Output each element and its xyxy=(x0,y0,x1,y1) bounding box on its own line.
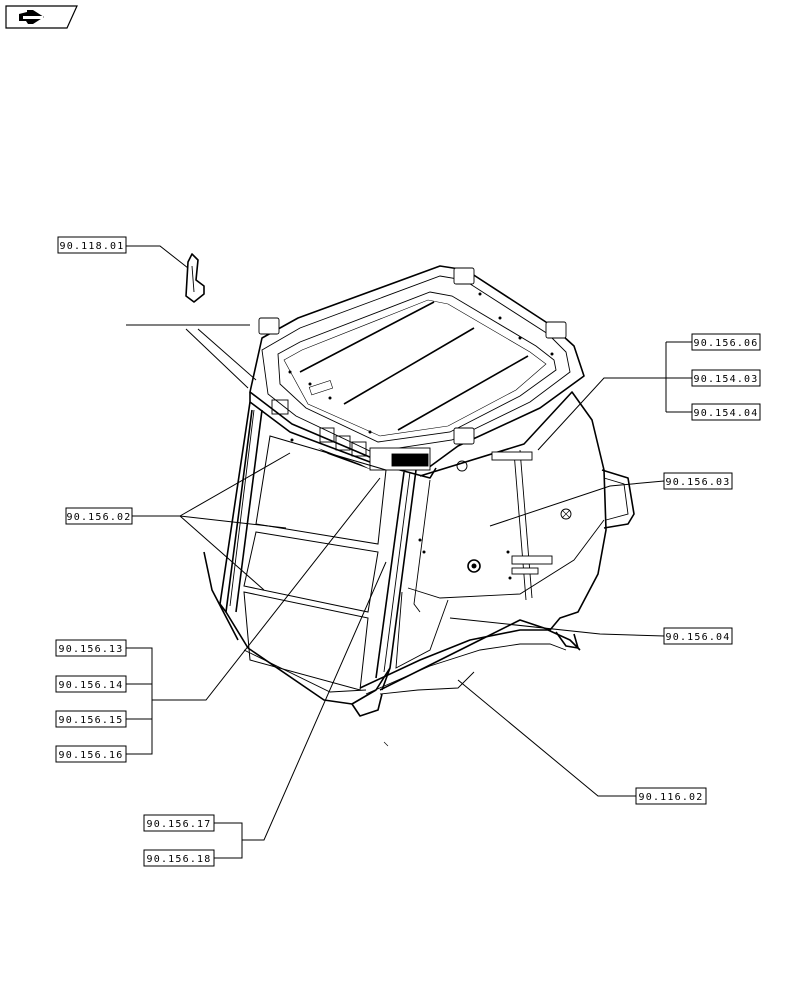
svg-text:90.116.02: 90.116.02 xyxy=(639,792,704,803)
roof-bumpers xyxy=(258,267,567,445)
svg-text:90.156.03: 90.156.03 xyxy=(666,477,731,488)
ref-label-90-156-04[interactable]: 90.156.04 xyxy=(663,627,733,645)
svg-text:90.156.15: 90.156.15 xyxy=(59,715,124,726)
leader-lines xyxy=(126,245,692,859)
svg-text:90.156.06: 90.156.06 xyxy=(694,338,759,349)
ref-label-90-156-06[interactable]: 90.156.06 xyxy=(691,333,761,351)
svg-text:90.118.01: 90.118.01 xyxy=(60,241,125,252)
ref-label-90-154-03[interactable]: 90.154.03 xyxy=(691,369,761,387)
windshield xyxy=(243,435,387,691)
ref-label-90-156-15[interactable]: 90.156.15 xyxy=(55,710,127,728)
ref-label-90-156-16[interactable]: 90.156.16 xyxy=(55,745,127,763)
door-hinges xyxy=(491,451,553,575)
svg-text:90.156.17: 90.156.17 xyxy=(147,819,212,830)
svg-text:90.156.14: 90.156.14 xyxy=(59,680,124,691)
roof-rails xyxy=(299,301,529,431)
ref-label-90-156-14[interactable]: 90.156.14 xyxy=(55,675,127,693)
svg-text:90.156.16: 90.156.16 xyxy=(59,750,124,761)
work-lights xyxy=(271,399,431,471)
svg-text:90.156.18: 90.156.18 xyxy=(147,854,212,865)
arrow-next-icon[interactable] xyxy=(5,5,78,29)
svg-text:90.156.13: 90.156.13 xyxy=(59,644,124,655)
svg-text:90.156.02: 90.156.02 xyxy=(67,512,132,523)
ref-label-90-156-13[interactable]: 90.156.13 xyxy=(55,639,127,657)
svg-text:90.156.04: 90.156.04 xyxy=(666,632,731,643)
svg-text:90.154.03: 90.154.03 xyxy=(694,374,759,385)
ref-label-90-154-04[interactable]: 90.154.04 xyxy=(691,403,761,421)
ref-label-90-156-03[interactable]: 90.156.03 xyxy=(663,472,733,490)
ref-label-90-118-01[interactable]: 90.118.01 xyxy=(57,236,127,254)
ref-label-90-156-18[interactable]: 90.156.18 xyxy=(143,849,215,867)
ref-label-90-156-17[interactable]: 90.156.17 xyxy=(143,814,215,832)
ref-label-90-116-02[interactable]: 90.116.02 xyxy=(635,787,707,805)
cab-illustration xyxy=(203,265,635,747)
svg-text:90.154.04: 90.154.04 xyxy=(694,408,759,419)
ref-label-90-156-02[interactable]: 90.156.02 xyxy=(65,507,133,525)
part-handle xyxy=(185,253,205,303)
